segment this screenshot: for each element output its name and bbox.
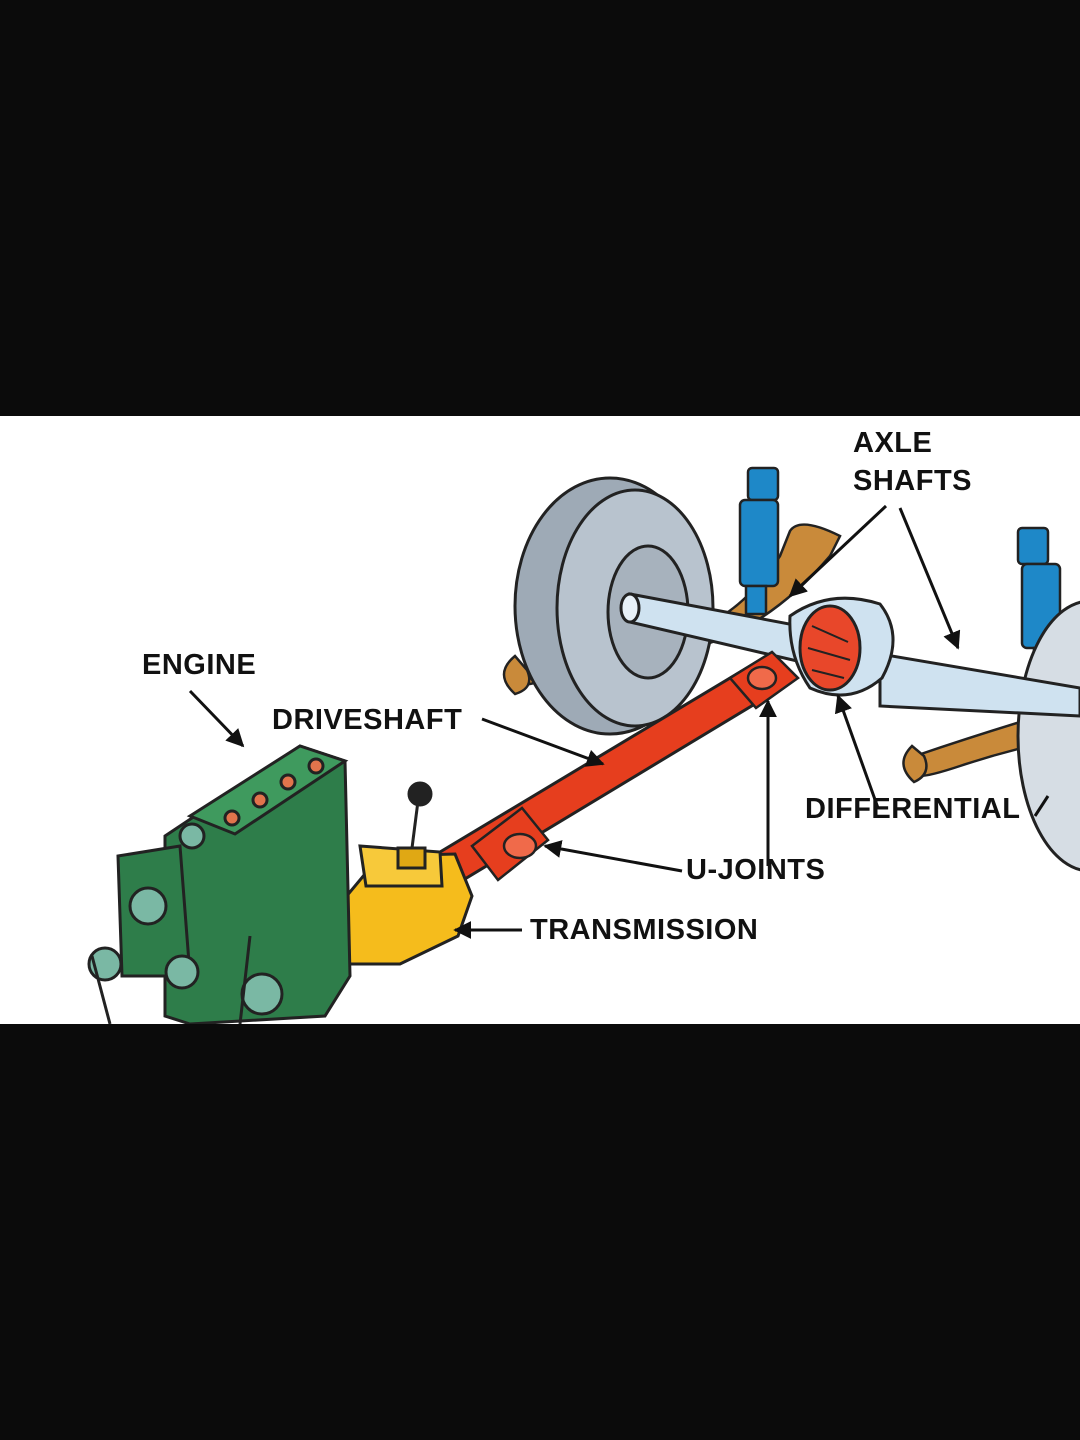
shock-absorber-left — [738, 466, 780, 616]
label-arrows — [188, 504, 1050, 939]
transmission — [328, 781, 474, 966]
label-axle-shafts-line1: AXLE — [853, 427, 933, 459]
differential — [788, 596, 895, 697]
wheel-right — [1016, 600, 1080, 872]
engine — [87, 744, 352, 1024]
label-differential: DIFFERENTIAL — [805, 793, 1021, 825]
u-joint-front — [470, 806, 550, 882]
label-axle-shafts-line2: SHAFTS — [853, 465, 972, 497]
axle-housing — [619, 592, 1080, 718]
label-u-joints: U-JOINTS — [686, 854, 826, 886]
diagram-illustration — [87, 466, 1080, 1024]
letterbox-bottom — [0, 1024, 1080, 1440]
label-transmission: TRANSMISSION — [530, 914, 759, 946]
label-engine: ENGINE — [142, 649, 257, 681]
letterbox-top — [0, 0, 1080, 416]
label-driveshaft: DRIVESHAFT — [272, 704, 463, 736]
u-joint-rear — [728, 650, 800, 710]
drivetrain-diagram: AXLE SHAFTS ENGINE DRIVESHAFT DIFFERENTI… — [0, 416, 1080, 1024]
